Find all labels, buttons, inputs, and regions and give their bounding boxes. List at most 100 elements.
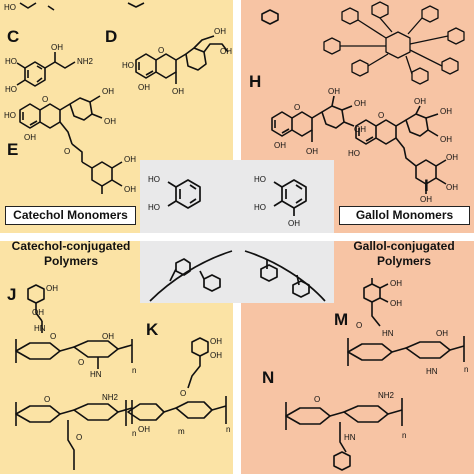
panel-letter-c: C xyxy=(7,27,20,46)
center-polymer-panel xyxy=(140,241,334,303)
structure-c-oh: OH xyxy=(51,43,63,52)
structure-m-oh-1: OH xyxy=(390,279,402,288)
gallol-polymers-title-line2: Polymers xyxy=(376,254,432,268)
gallol-polymers-title-line1: Gallol-conjugated xyxy=(353,239,455,253)
structure-m-oh-3: OH xyxy=(436,329,448,338)
structure-k-oh-1: OH xyxy=(210,337,222,346)
catechol-polymers-title: Catechol-conjugated Polymers xyxy=(2,239,140,269)
structure-c-ho-2: HO xyxy=(5,85,17,94)
structure-m-subscript-n: n xyxy=(464,365,468,374)
structure-h-oh-3: OH xyxy=(354,125,366,134)
structure-j-lower: NH2 O O n xyxy=(15,393,136,470)
structure-c-nh2: NH2 xyxy=(77,57,94,66)
structure-i-oh-1: OH xyxy=(414,97,426,106)
panel-letter-n: N xyxy=(262,368,275,387)
center-gallol-ho-1: HO xyxy=(254,175,266,184)
panel-letter-k: K xyxy=(146,320,159,339)
structure-i-oh-4: OH xyxy=(446,153,458,162)
panel-letter-e: E xyxy=(7,140,19,159)
structure-h-o: O xyxy=(294,103,300,112)
structure-e-oh-4: OH xyxy=(124,155,136,164)
structure-k: OH OH O OH m n xyxy=(125,337,230,436)
structure-n-o: O xyxy=(314,395,320,404)
structure-i-oh-5: OH xyxy=(446,183,458,192)
structure-k-subscript-m: m xyxy=(178,427,185,436)
structure-m-o: O xyxy=(356,321,362,330)
structure-j-oh-1: OH xyxy=(46,284,58,293)
center-monomer-panel xyxy=(140,160,334,233)
structure-d-oh-1: OH xyxy=(214,27,226,36)
gallol-polymers-title: Gallol-conjugated Polymers xyxy=(336,239,472,269)
catechol-polymers-title-line2: Polymers xyxy=(43,254,99,268)
structure-m-hn-2: HN xyxy=(426,367,438,376)
structure-h-oh-2: OH xyxy=(354,99,366,108)
cut-off-structures-top: HO xyxy=(4,2,279,25)
structure-k-o: O xyxy=(180,389,186,398)
structure-e-o: O xyxy=(42,95,48,104)
structure-d: O OH OH HO OH OH xyxy=(122,27,232,96)
catechol-polymers-title-line1: Catechol-conjugated xyxy=(11,239,131,253)
structure-j-oh-3: OH xyxy=(102,332,114,341)
structure-j-lower-o-2: O xyxy=(76,433,82,442)
structure-j: OH OH HN O OH O HN n xyxy=(15,284,136,379)
center-catechol-polymer-schematic xyxy=(149,250,233,302)
structure-e-oh-1: OH xyxy=(102,87,114,96)
structure-n-hn: HN xyxy=(344,433,356,442)
structure-e-oh-3: OH xyxy=(24,133,36,142)
structure-n-subscript-n: n xyxy=(402,431,406,440)
structure-j-o-2: O xyxy=(78,358,84,367)
structure-h: O OH OH OH OH OH xyxy=(271,87,366,156)
structure-d-oh-4: OH xyxy=(172,87,184,96)
structure-j-hn-2: HN xyxy=(90,370,102,379)
center-gallol-structure: HO HO OH xyxy=(254,175,307,228)
panel-letter-m: M xyxy=(334,310,349,329)
structure-c-ho-1: HO xyxy=(5,57,17,66)
catechol-monomers-label: Catechol Monomers xyxy=(5,206,136,225)
structure-j-lower-subscript-n: n xyxy=(132,429,136,438)
structure-h-oh-1: OH xyxy=(328,87,340,96)
structure-i-oh-6: OH xyxy=(420,195,432,204)
structure-tannic-cluster xyxy=(323,1,465,85)
structure-c: OH NH2 HO HO xyxy=(5,43,94,94)
center-gallol-ho-2: HO xyxy=(254,203,266,212)
structure-e-oh-2: OH xyxy=(104,117,116,126)
cut-off-ho-label: HO xyxy=(4,3,16,12)
structure-d-oh-2: OH xyxy=(220,47,232,56)
structure-i-ho: HO xyxy=(348,149,360,158)
structure-j-o-1: O xyxy=(50,332,56,341)
structure-n: NH2 O HN n xyxy=(285,391,406,471)
structure-i-oh-3: OH xyxy=(440,135,452,144)
structure-k-oh-2: OH xyxy=(210,351,222,360)
structure-j-subscript-n: n xyxy=(132,366,136,375)
panel-letter-h: H xyxy=(249,72,262,91)
structure-j-lower-o: O xyxy=(44,395,50,404)
structure-j-lower-nh2: NH2 xyxy=(102,393,119,402)
structure-m: OH OH O HN OH HN n xyxy=(347,278,468,376)
structure-j-oh-2: OH xyxy=(32,308,44,317)
center-gallol-polymer-schematic xyxy=(244,250,326,302)
structure-e: O OH OH HO OH O OH OH xyxy=(4,87,136,194)
structure-k-oh-3: OH xyxy=(138,425,150,434)
structure-e-ho: HO xyxy=(4,111,16,120)
structure-i: O OH OH OH HO OH OH OH xyxy=(348,97,458,204)
center-catechol-structure: HO HO xyxy=(148,175,201,212)
structure-m-hn: HN xyxy=(382,329,394,338)
structure-d-oh-3: OH xyxy=(138,83,150,92)
structure-j-hn: HN xyxy=(34,324,46,333)
panel-letter-j: J xyxy=(7,285,17,304)
panel-letter-d: D xyxy=(105,27,118,46)
structure-n-nh2: NH2 xyxy=(378,391,395,400)
structure-i-o: O xyxy=(378,111,384,120)
center-catechol-ho-1: HO xyxy=(148,175,160,184)
center-gallol-oh: OH xyxy=(288,219,300,228)
structure-k-subscript-n: n xyxy=(226,425,230,434)
structure-e-oh-5: OH xyxy=(124,185,136,194)
structure-e-o-ester: O xyxy=(64,147,70,156)
structure-d-o: O xyxy=(158,46,164,55)
structure-i-oh-2: OH xyxy=(440,107,452,116)
structure-d-ho: HO xyxy=(122,61,134,70)
center-catechol-ho-2: HO xyxy=(148,203,160,212)
gallol-monomers-label: Gallol Monomers xyxy=(339,206,470,225)
structure-h-oh-4: OH xyxy=(274,141,286,150)
